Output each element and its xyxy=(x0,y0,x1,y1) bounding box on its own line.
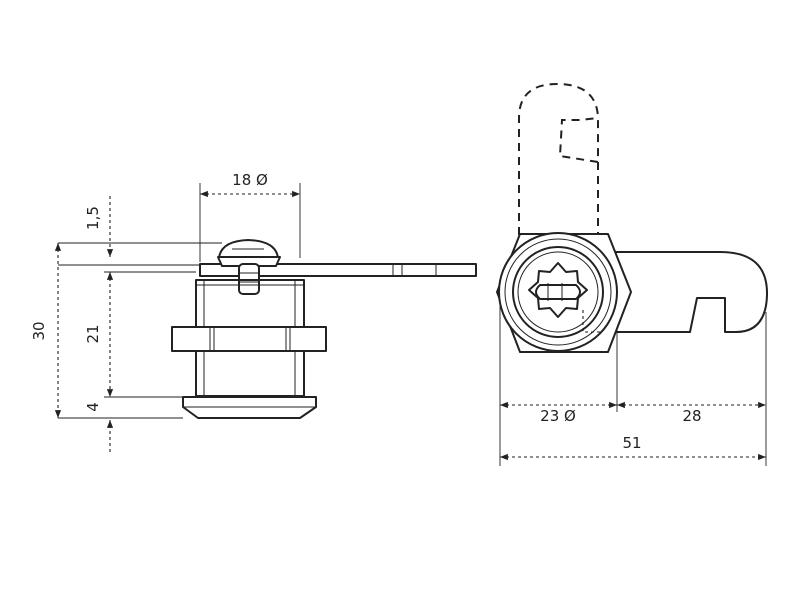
dim-1-5-label: 1,5 xyxy=(84,206,102,230)
dim-23-label: 23 Ø xyxy=(540,407,576,425)
dim-30-label: 30 xyxy=(30,321,48,340)
dim-51-label: 51 xyxy=(622,434,641,452)
dim-28-label: 28 xyxy=(682,407,701,425)
dim-21-label: 21 xyxy=(84,324,102,343)
side-screw xyxy=(217,239,281,295)
side-view: 18 Ø 30 1,5 21 4 xyxy=(30,171,477,452)
front-view: 23 Ø 28 51 xyxy=(496,82,769,466)
dim-4-label: 4 xyxy=(84,402,102,412)
side-nut xyxy=(171,326,327,352)
dim-18-label: 18 Ø xyxy=(232,171,268,189)
front-cam-hidden xyxy=(518,82,599,235)
front-cam xyxy=(598,251,769,333)
front-keyway xyxy=(528,262,588,318)
